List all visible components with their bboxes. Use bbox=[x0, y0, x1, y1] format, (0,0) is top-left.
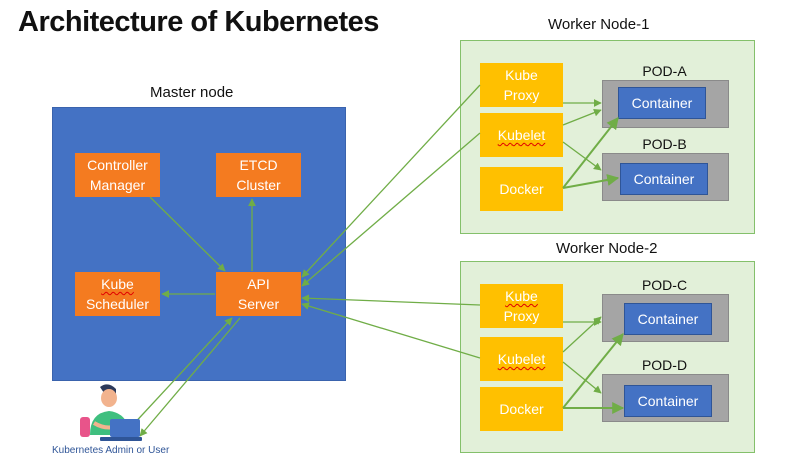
worker1-kube-proxy-line2: Proxy bbox=[503, 87, 540, 103]
worker2-kubelet: Kubelet bbox=[480, 337, 563, 381]
arrow-admin-to-api bbox=[129, 317, 233, 429]
controller-manager: Controller Manager bbox=[75, 153, 160, 197]
worker1-docker: Docker bbox=[480, 167, 563, 211]
pod-b-label: POD-B bbox=[642, 136, 687, 152]
arrow-w2-kubelet-to-pod-c bbox=[562, 316, 602, 353]
arrow-w1-kubelet-to-api bbox=[301, 132, 481, 287]
api-server-line2: Server bbox=[237, 296, 280, 312]
worker2-kube-proxy-line1: Kube bbox=[505, 288, 538, 304]
arrow-api-to-admin bbox=[139, 317, 241, 437]
pod-b-container: Container bbox=[620, 163, 708, 195]
admin-label: Kubernetes Admin or User bbox=[52, 445, 170, 456]
controller-manager-line2: Manager bbox=[89, 177, 146, 193]
master-node-label: Master node bbox=[150, 84, 234, 101]
laptop-icon bbox=[100, 419, 142, 441]
admin-user-icon bbox=[80, 384, 142, 441]
kube-scheduler: Kube Scheduler bbox=[75, 272, 160, 316]
worker2-kube-proxy: Kube Proxy bbox=[480, 284, 563, 328]
pod-d-label: POD-D bbox=[641, 357, 688, 373]
api-server: API Server bbox=[216, 272, 301, 316]
arrow-w2-docker-to-pod-c bbox=[562, 333, 624, 409]
worker1-kubelet-text: Kubelet bbox=[497, 127, 546, 143]
pod-c-container: Container bbox=[624, 303, 712, 335]
worker2-docker: Docker bbox=[480, 387, 563, 431]
kube-scheduler-line1: Kube bbox=[101, 276, 134, 292]
worker1-docker-text: Docker bbox=[499, 181, 544, 197]
pod-d-container: Container bbox=[624, 385, 712, 417]
controller-manager-line1: Controller bbox=[87, 157, 148, 173]
worker1-kube-proxy-line1: Kube bbox=[505, 67, 538, 83]
master-node bbox=[52, 107, 346, 381]
arrow-controller-to-api bbox=[149, 196, 226, 272]
arrow-w2-kubelet-to-pod-d bbox=[562, 361, 602, 394]
pod-a-container: Container bbox=[618, 87, 706, 119]
worker2-docker-text: Docker bbox=[499, 401, 544, 417]
worker1-kube-proxy: Kube Proxy bbox=[480, 63, 563, 107]
worker-node-2-label: Worker Node-2 bbox=[556, 240, 658, 257]
arrow-w1-docker-to-pod-a bbox=[562, 117, 619, 189]
arrow-w1-kubelet-to-pod-a bbox=[562, 108, 602, 126]
arrow-w1-proxy-to-api bbox=[301, 84, 481, 278]
etcd-cluster: ETCD Cluster bbox=[216, 153, 301, 197]
etcd-cluster-line2: Cluster bbox=[236, 177, 281, 193]
arrow-w1-docker-to-pod-b bbox=[562, 174, 620, 189]
arrow-w1-kubelet-to-pod-b bbox=[562, 141, 602, 171]
api-server-line1: API bbox=[247, 276, 270, 292]
worker2-kube-proxy-line2: Proxy bbox=[503, 308, 540, 324]
kube-scheduler-line2: Scheduler bbox=[85, 296, 150, 312]
worker1-kubelet: Kubelet bbox=[480, 113, 563, 157]
worker2-kubelet-text: Kubelet bbox=[497, 351, 546, 367]
worker-node-1-label: Worker Node-1 bbox=[548, 16, 650, 33]
etcd-cluster-line1: ETCD bbox=[239, 157, 278, 173]
pod-c-label: POD-C bbox=[641, 277, 688, 293]
arrow-w2-proxy-to-api bbox=[301, 294, 481, 306]
arrow-w2-kubelet-to-api bbox=[301, 302, 481, 359]
page-title: Architecture of Kubernetes bbox=[18, 6, 379, 38]
pod-a-label: POD-A bbox=[642, 63, 687, 79]
